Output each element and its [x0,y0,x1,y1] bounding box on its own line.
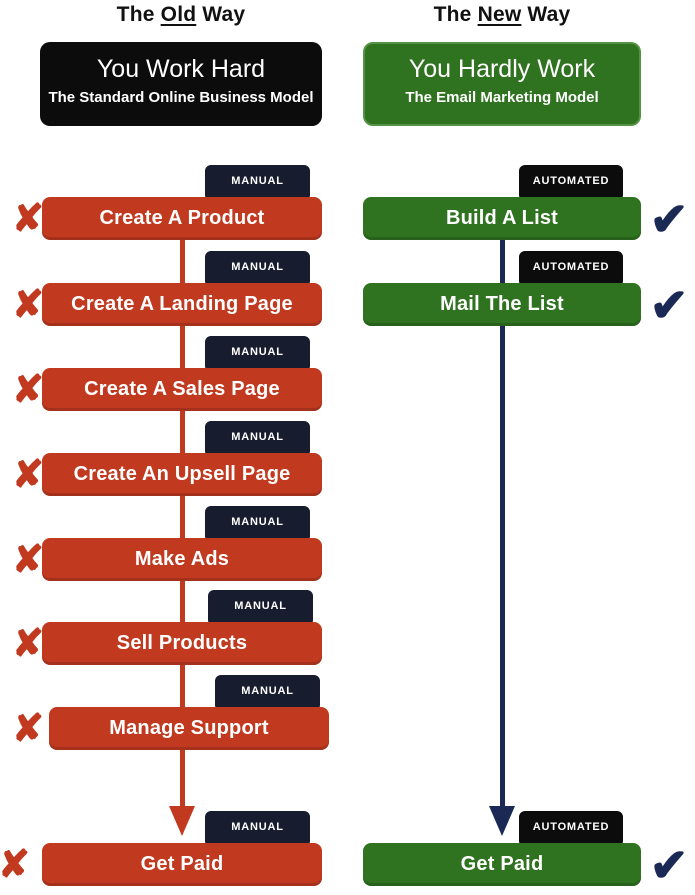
new-way-header-card: You Hardly Work The Email Marketing Mode… [363,42,641,126]
step-box-create-an-upsell-page: Create An Upsell Page [42,453,322,496]
manual-tag: MANUAL [208,590,313,626]
old-card-title: You Work Hard [96,55,266,83]
cross-icon: ✘ [12,369,44,411]
new-flow-line [500,220,505,806]
manual-tag: MANUAL [205,165,310,201]
manual-tag-label: MANUAL [231,516,284,528]
step-label: Get Paid [460,853,544,875]
check-icon: ✔ [649,279,689,331]
step-label: Make Ads [134,548,230,570]
old-way-title: The Old Way [40,3,322,31]
step-label: Create A Sales Page [84,378,280,400]
step-box-create-a-product: Create A Product [42,197,322,240]
automated-tag: AUTOMATED [519,251,623,287]
new-flow-arrowhead-icon [489,806,515,836]
cross-icon: ✘ [0,844,30,886]
step-box-get-paid-new: Get Paid [363,843,641,886]
manual-tag-label: MANUAL [231,175,284,187]
automated-tag: AUTOMATED [519,165,623,201]
new-way-title-underlined: New [477,3,522,26]
new-card-subtitle: The Email Marketing Model [405,89,599,106]
manual-tag-label: MANUAL [241,685,294,697]
manual-tag-label: MANUAL [231,821,284,833]
step-label: Create A Product [99,207,265,229]
check-icon: ✔ [649,193,689,245]
manual-tag-label: MANUAL [231,261,284,273]
step-box-mail-the-list: Mail The List [363,283,641,326]
manual-tag-label: MANUAL [231,346,284,358]
cross-icon: ✘ [12,708,44,750]
old-way-title-underlined: Old [160,3,197,26]
old-way-title-pre: The [116,3,161,26]
automated-tag: AUTOMATED [519,811,623,847]
step-box-get-paid-old: Get Paid [42,843,322,886]
manual-tag-label: MANUAL [234,600,287,612]
old-flow-line [180,220,185,806]
cross-icon: ✘ [12,539,44,581]
old-flow-arrowhead-icon [169,806,195,836]
cross-icon: ✘ [12,623,44,665]
step-label: Manage Support [109,717,269,739]
step-label: Create A Landing Page [71,293,293,315]
automated-tag-label: AUTOMATED [532,261,610,273]
step-box-create-a-sales-page: Create A Sales Page [42,368,322,411]
check-icon: ✔ [649,839,689,891]
new-way-title-post: Way [521,3,571,26]
manual-tag: MANUAL [205,506,310,542]
step-label: Mail The List [440,293,564,315]
cross-icon: ✘ [12,198,44,240]
step-box-make-ads: Make Ads [42,538,322,581]
manual-tag-label: MANUAL [231,431,284,443]
step-label: Create An Upsell Page [73,463,291,485]
step-label: Get Paid [140,853,224,875]
step-box-create-a-landing-page: Create A Landing Page [42,283,322,326]
cross-icon: ✘ [12,284,44,326]
step-box-build-a-list: Build A List [363,197,641,240]
step-box-manage-support: Manage Support [49,707,329,750]
step-label: Sell Products [116,632,248,654]
new-way-title-pre: The [433,3,478,26]
step-label: Build A List [445,207,559,229]
old-way-header-card: You Work Hard The Standard Online Busine… [40,42,322,126]
manual-tag: MANUAL [205,811,310,847]
automated-tag-label: AUTOMATED [532,175,610,187]
step-box-sell-products: Sell Products [42,622,322,665]
manual-tag: MANUAL [205,336,310,372]
new-card-title: You Hardly Work [408,55,596,83]
old-card-subtitle: The Standard Online Business Model [48,89,314,106]
manual-tag: MANUAL [215,675,320,711]
automated-tag-label: AUTOMATED [532,821,610,833]
new-way-title: The New Way [363,3,641,31]
cross-icon: ✘ [12,454,44,496]
manual-tag: MANUAL [205,421,310,457]
manual-tag: MANUAL [205,251,310,287]
old-way-title-post: Way [196,3,246,26]
